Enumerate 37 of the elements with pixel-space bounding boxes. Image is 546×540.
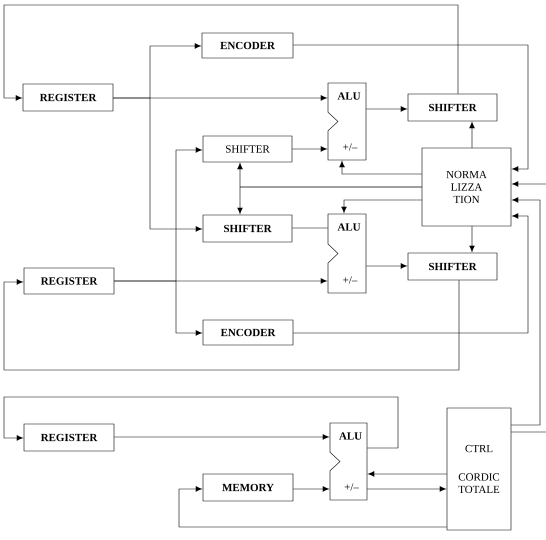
arrow [469,122,475,148]
process-box: SHIFTER [408,94,498,122]
arrow [114,280,202,336]
control-box: CTRL CORDIC TOTALE [446,408,512,530]
arrow [113,98,202,232]
arrow [292,146,327,152]
alu-block: ALU +/– [328,214,366,294]
process-box: MEMORY [202,474,294,502]
process-box: REGISTER [24,268,114,294]
process-box: SHIFTER [202,214,292,242]
process-box: NORMA LIZZA TION [422,148,512,226]
arrow [339,161,422,174]
arrow [293,44,528,172]
arrow [4,279,460,370]
process-box: REGISTER [24,424,114,452]
arrow [114,434,329,440]
arrow [368,471,447,477]
arrow [4,396,398,448]
arrow [178,486,447,528]
process-box: SHIFTER [408,252,498,280]
process-box: ENCODER [202,320,294,346]
arrow [4,4,458,101]
alu-block: ALU +/– [330,422,368,500]
arrow [366,106,407,112]
process-box: ENCODER [202,32,294,58]
process-box: SHIFTER [202,136,292,162]
arrow [237,186,422,214]
arrow [367,486,446,492]
arrow [293,213,528,334]
alu-block: ALU +/– [328,82,366,160]
arrow [511,197,540,426]
arrow [293,486,329,492]
arrow [341,200,422,213]
process-box: REGISTER [22,84,114,112]
arrow [469,226,475,252]
arrow [366,263,407,269]
arrow [512,181,546,187]
